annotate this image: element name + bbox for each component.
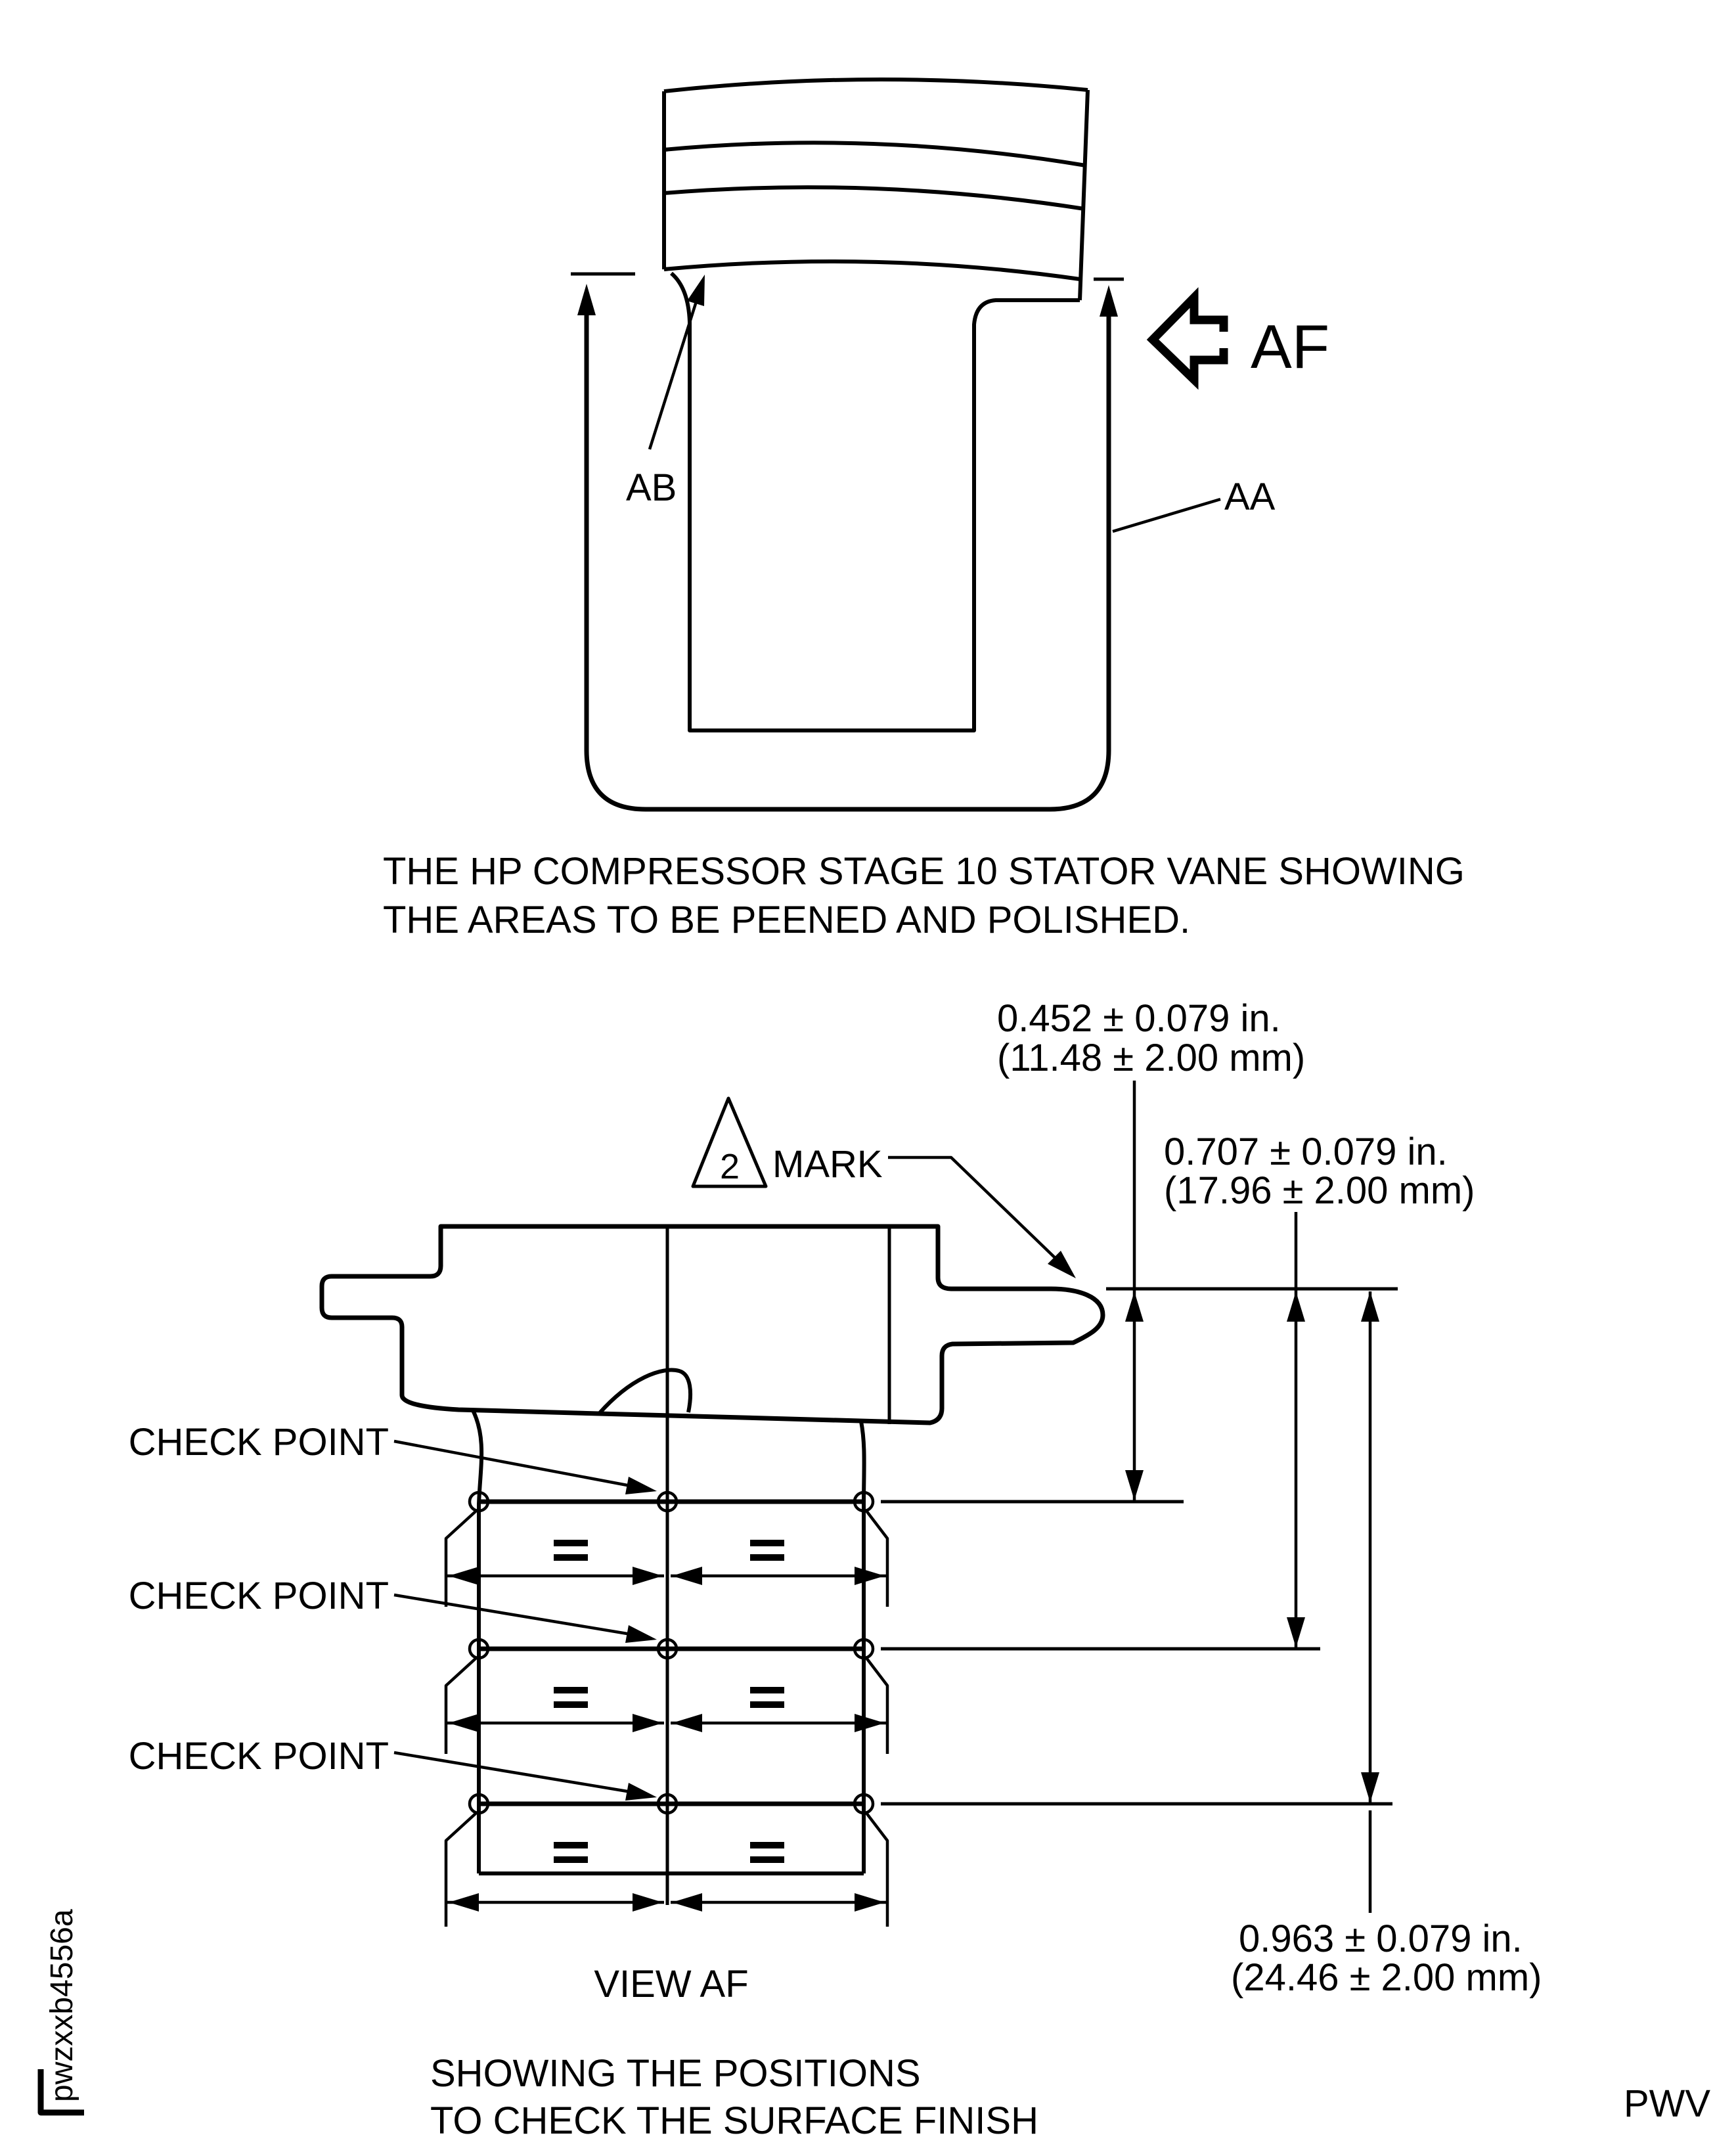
leader-arrowhead-icon <box>625 1477 657 1494</box>
u-channel-body <box>571 271 1124 812</box>
equal-spacing-symbol <box>554 1687 784 1708</box>
vane-right-edge <box>859 1421 866 1873</box>
equal-spacing-symbol <box>554 1842 784 1863</box>
vane-root-band <box>662 78 1090 301</box>
check-point-icon <box>468 1638 490 1660</box>
airfoil-leading-edge-curve <box>597 1368 693 1415</box>
dimension-line-3 <box>1361 1291 1379 1913</box>
af-view-label: AF <box>1251 312 1329 381</box>
ab-arrowhead-icon <box>687 275 705 306</box>
dimension-line-1 <box>1125 1081 1144 1500</box>
vane-cross-section-figure: AB AA AF THE HP COMPRESSOR STAGE 10 STAT… <box>383 78 1465 941</box>
dim1-mm: (11.48 ± 2.00 mm) <box>997 1037 1305 1079</box>
check-point-icon <box>656 1638 679 1660</box>
shroud-block-outline <box>319 1224 1105 1425</box>
footer: pwzxxb4556a PWV <box>37 1909 1710 2125</box>
aa-annotation: AA <box>1112 476 1276 533</box>
top-caption-line2: THE AREAS TO BE PEENED AND POLISHED. <box>383 899 1190 941</box>
check-point-icon <box>853 1793 875 1815</box>
bottom-caption-line1: SHOWING THE POSITIONS <box>430 2052 921 2095</box>
check-row-2 <box>444 1638 1320 1754</box>
aa-label: AA <box>1224 476 1276 518</box>
check-point-label: CHECK POINT <box>129 1421 389 1464</box>
dim2-inches: 0.707 ± 0.079 in. <box>1164 1131 1448 1173</box>
aa-leader-line <box>1112 497 1221 533</box>
top-caption-line1: THE HP COMPRESSOR STAGE 10 STATOR VANE S… <box>383 850 1465 893</box>
row2-span-arrows <box>447 1714 886 1732</box>
mark-arrowhead-icon <box>1048 1251 1076 1278</box>
left-extent-arrowhead-icon <box>577 284 596 315</box>
dim2-mm: (17.96 ± 2.00 mm) <box>1164 1169 1475 1212</box>
check-point-icon <box>853 1638 875 1660</box>
ab-label: AB <box>626 466 677 509</box>
dim1-inches: 0.452 ± 0.079 in. <box>997 997 1281 1040</box>
row1-span-arrows <box>447 1567 886 1585</box>
check-point-annotation-3: CHECK POINT <box>129 1735 657 1801</box>
mark-label: MARK <box>772 1143 883 1186</box>
right-extent-arrowhead-icon <box>1100 285 1118 317</box>
check-point-icon <box>468 1490 490 1513</box>
check-point-icon <box>656 1793 679 1815</box>
leader-arrowhead-icon <box>625 1783 657 1801</box>
equal-spacing-symbol <box>554 1540 784 1561</box>
view-direction-arrow-icon <box>1146 287 1228 390</box>
check-point-label: CHECK POINT <box>129 1575 389 1617</box>
row3-span-arrows <box>447 1893 886 1912</box>
page-code: PWV <box>1624 2082 1710 2125</box>
check-row-3 <box>444 1793 1392 1927</box>
figure-id-corner-bracket <box>37 2069 84 2116</box>
outer-wall-outline <box>584 297 1111 812</box>
check-point-icon <box>853 1490 875 1513</box>
mark-annotation: 2 MARK <box>691 1096 1076 1278</box>
dim3-mm: (24.46 ± 2.00 mm) <box>1231 1956 1542 1999</box>
mark-flag-triangle-icon <box>691 1096 768 1188</box>
check-point-annotation-1: CHECK POINT <box>129 1421 657 1494</box>
af-view-annotation: AF <box>1146 287 1329 390</box>
ab-annotation: AB <box>626 275 705 509</box>
figure-id: pwzxxb4556a <box>45 1909 79 2102</box>
inner-slot-outline <box>669 271 1080 732</box>
bottom-caption-line2: TO CHECK THE SURFACE FINISH <box>430 2099 1038 2142</box>
leader-arrowhead-icon <box>625 1625 657 1643</box>
view-title: VIEW AF <box>594 1963 748 2005</box>
check-point-icon <box>656 1490 679 1513</box>
mark-leader-line <box>888 1155 1067 1269</box>
dimension-line-2 <box>1287 1212 1305 1647</box>
check-point-icon <box>468 1793 490 1815</box>
check-point-label: CHECK POINT <box>129 1735 389 1778</box>
dim3-inches: 0.963 ± 0.079 in. <box>1239 1917 1523 1960</box>
ab-leader-line <box>648 299 699 450</box>
view-af-figure: 2 MARK 0.452 ± 0.079 in. (11.48 ± 2.00 m… <box>129 997 1542 2142</box>
check-point-annotation-2: CHECK POINT <box>129 1575 657 1643</box>
mark-flag-number: 2 <box>720 1147 740 1186</box>
check-row-1 <box>444 1490 1184 1607</box>
